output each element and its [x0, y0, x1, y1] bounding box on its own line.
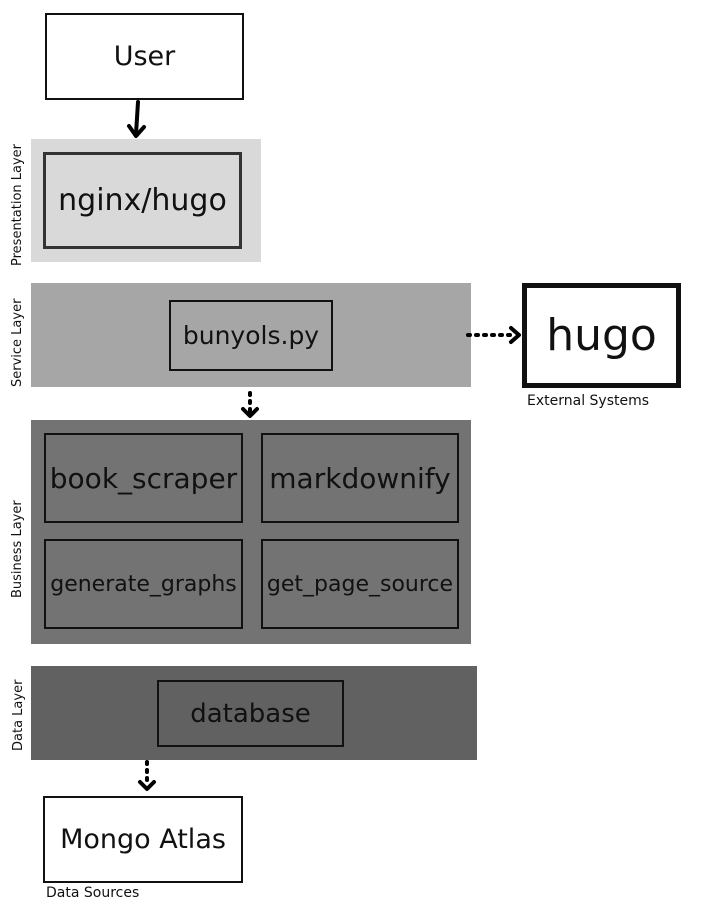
user-node: User — [45, 13, 244, 100]
data-sources-caption: Data Sources — [46, 885, 140, 901]
mongo-atlas-node: Mongo Atlas — [43, 796, 243, 883]
book-scraper-node: book_scraper — [44, 433, 243, 523]
user-to-nginx-arrow — [127, 100, 146, 138]
service-to-business-arrow — [241, 391, 259, 418]
generate-graphs-node: generate_graphs — [44, 539, 243, 629]
markdownify-node: markdownify — [261, 433, 459, 523]
hugo-external-node: hugo — [522, 283, 681, 388]
bunyols-node: bunyols.py — [169, 300, 333, 371]
nginx-hugo-node: nginx/hugo — [43, 152, 242, 249]
external-systems-caption: External Systems — [527, 393, 650, 409]
database-to-mongo-arrow — [138, 760, 156, 791]
get-page-source-node: get_page_source — [261, 539, 459, 629]
database-node: database — [157, 680, 344, 747]
bunyols-to-hugo-arrow — [466, 326, 521, 344]
